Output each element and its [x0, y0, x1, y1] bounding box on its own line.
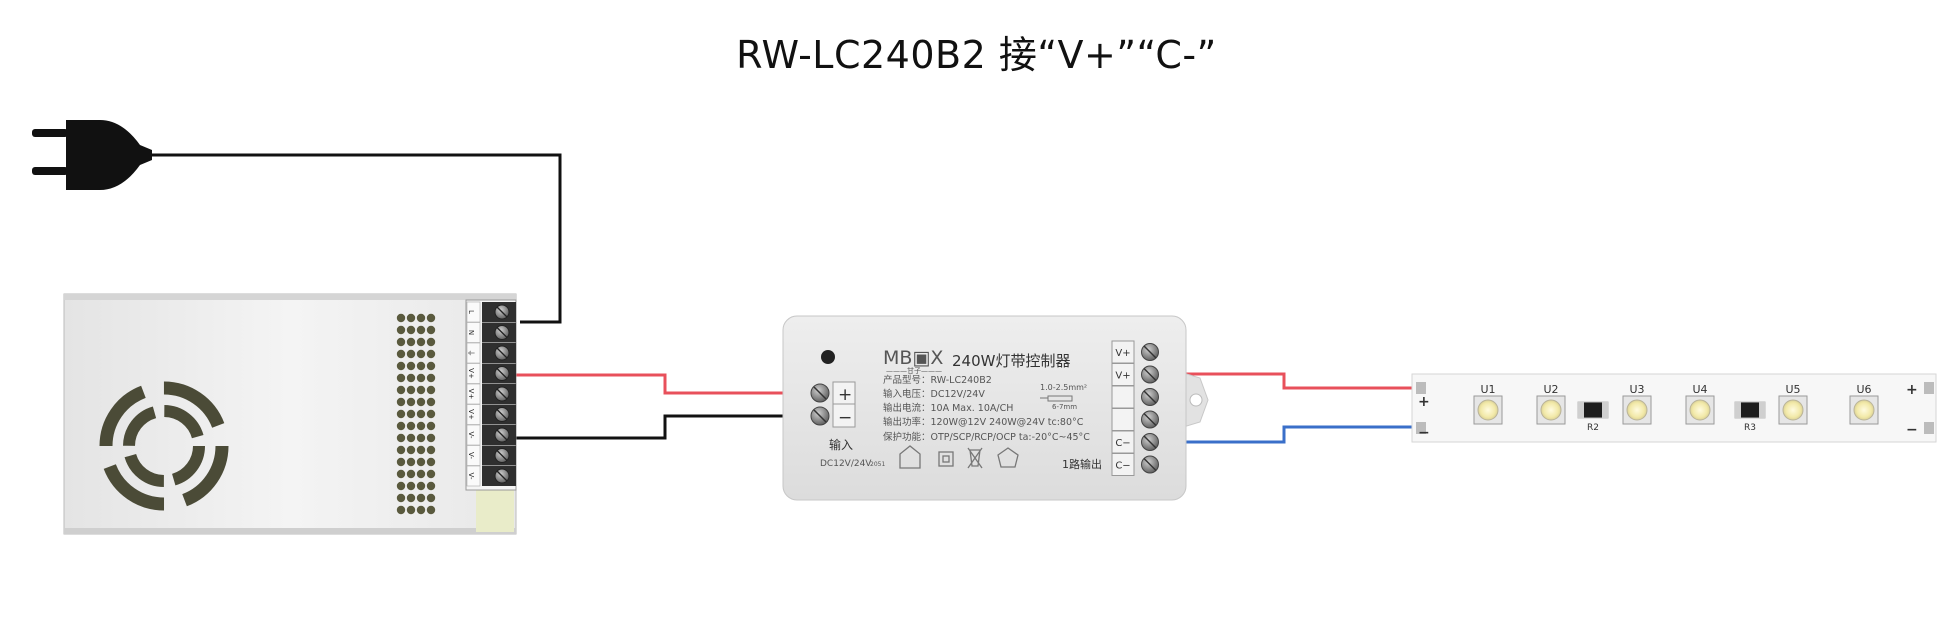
wire-gauge: 1.0-2.5mm²	[1040, 383, 1087, 392]
led-label: U4	[1692, 383, 1707, 396]
psu-terminal-label: N	[467, 330, 475, 335]
psu-terminal-label: V+	[467, 368, 475, 379]
class2-icon	[938, 451, 954, 467]
red-wire-psu-to-controller	[510, 373, 818, 395]
led-label: U5	[1785, 383, 1800, 396]
diagram-title: RW-LC240B2 接“V+”“C-”	[736, 33, 1217, 77]
psu-terminal-label: L	[467, 310, 475, 314]
output-terminal-block: V+ V+ C− C−	[1111, 340, 1159, 476]
fan-vent-icon	[99, 381, 229, 511]
spec-line-4: 保护功能：OTP/SCP/RCP/OCP ta:-20°C~45°C	[883, 431, 1090, 443]
psu-terminal-label: V+	[467, 409, 475, 420]
output-terminal-label-box	[1111, 453, 1135, 476]
input-minus-label: −	[838, 408, 852, 428]
output-terminal-label: V+	[1115, 371, 1130, 382]
psu-terminal-label: V-	[467, 473, 475, 480]
led-emitter	[1626, 399, 1648, 421]
led-emitter	[1477, 399, 1499, 421]
strip-plus-right: +	[1906, 382, 1918, 398]
psu-terminal-label: V-	[467, 452, 475, 459]
psu-terminal-label: V-	[467, 432, 475, 439]
strip-minus-right: −	[1906, 422, 1918, 438]
psu-terminal-slot	[466, 342, 481, 364]
psu-terminal-slot	[466, 465, 481, 487]
product-code: 2051	[870, 461, 885, 468]
strip-length: 6-7mm	[1052, 403, 1077, 411]
output-terminal-label: V+	[1115, 348, 1130, 359]
brand-logo: MB▣X	[883, 347, 943, 369]
led-controller: MB▣X ———甘子——— 240W灯带控制器 产品型号：RW-LC240B2 …	[782, 315, 1209, 501]
recycle-icon	[997, 447, 1019, 468]
led-emitter	[1689, 399, 1711, 421]
indoor-use-icon	[899, 445, 921, 469]
power-supply: L N ⏚ V+ V+ V+ V- V- V-	[63, 293, 517, 535]
controller-heading: 240W灯带控制器	[952, 352, 1070, 370]
psu-terminal-slot	[466, 301, 481, 323]
spec-line-1: 输入电压：DC12V/24V	[883, 388, 985, 400]
psu-terminal-label: ⏚	[467, 350, 475, 357]
output-terminal-label: C−	[1115, 438, 1130, 449]
power-plug-icon	[32, 120, 152, 190]
spec-line-2: 输出电流：10A Max. 10A/CH	[883, 402, 1013, 414]
resistor-label: R2	[1587, 423, 1599, 433]
led-label: U6	[1856, 383, 1871, 396]
psu-terminal-slot	[466, 383, 481, 405]
black-wire-psu-to-controller	[510, 414, 818, 440]
status-led	[821, 350, 835, 364]
psu-terminal-slot	[466, 363, 481, 384]
cert-icons	[899, 445, 1019, 469]
psu-terminal-label: V+	[467, 389, 475, 400]
output-label: 1路输出	[1062, 457, 1102, 471]
led-label: U2	[1543, 383, 1558, 396]
psu-terminal-slot	[466, 424, 481, 446]
psu-terminal-slot	[466, 322, 481, 343]
input-label: 输入	[829, 437, 853, 452]
strip-plus-left: +	[1418, 394, 1430, 410]
output-terminal-label-box	[1111, 408, 1135, 431]
brand-subtitle: ———甘子———	[886, 366, 942, 375]
spec-line-0: 产品型号：RW-LC240B2	[883, 374, 992, 386]
weee-bin-icon	[967, 447, 983, 469]
led-emitter	[1782, 399, 1804, 421]
input-voltage: DC12V/24V	[820, 459, 872, 469]
resistor-label: R3	[1744, 423, 1756, 433]
red-wire-controller-to-strip	[1150, 372, 1418, 390]
blue-wire-controller-to-strip	[1150, 425, 1418, 444]
led-strip: + − + − U1 U2 U3 U4 U5 U6 R2 R3	[1411, 373, 1937, 443]
psu-terminal-slot	[466, 404, 481, 425]
led-label: U1	[1480, 383, 1495, 396]
led-label: U3	[1629, 383, 1644, 396]
spec-line-3: 输出功率：120W@12V 240W@24V tc:80°C	[883, 416, 1084, 428]
psu-terminal-slot	[466, 445, 481, 466]
strip-minus-left: −	[1418, 425, 1430, 441]
psu-terminal-block: L N ⏚ V+ V+ V+ V- V- V-	[465, 299, 517, 491]
led-emitter	[1540, 399, 1562, 421]
input-plus-label: +	[838, 385, 852, 405]
output-terminal-label-box	[1111, 385, 1135, 409]
wires	[150, 153, 1418, 444]
output-terminal-label: C−	[1115, 461, 1130, 472]
mains-cable	[150, 153, 562, 324]
led-emitter	[1853, 399, 1875, 421]
vent-holes	[396, 313, 436, 515]
